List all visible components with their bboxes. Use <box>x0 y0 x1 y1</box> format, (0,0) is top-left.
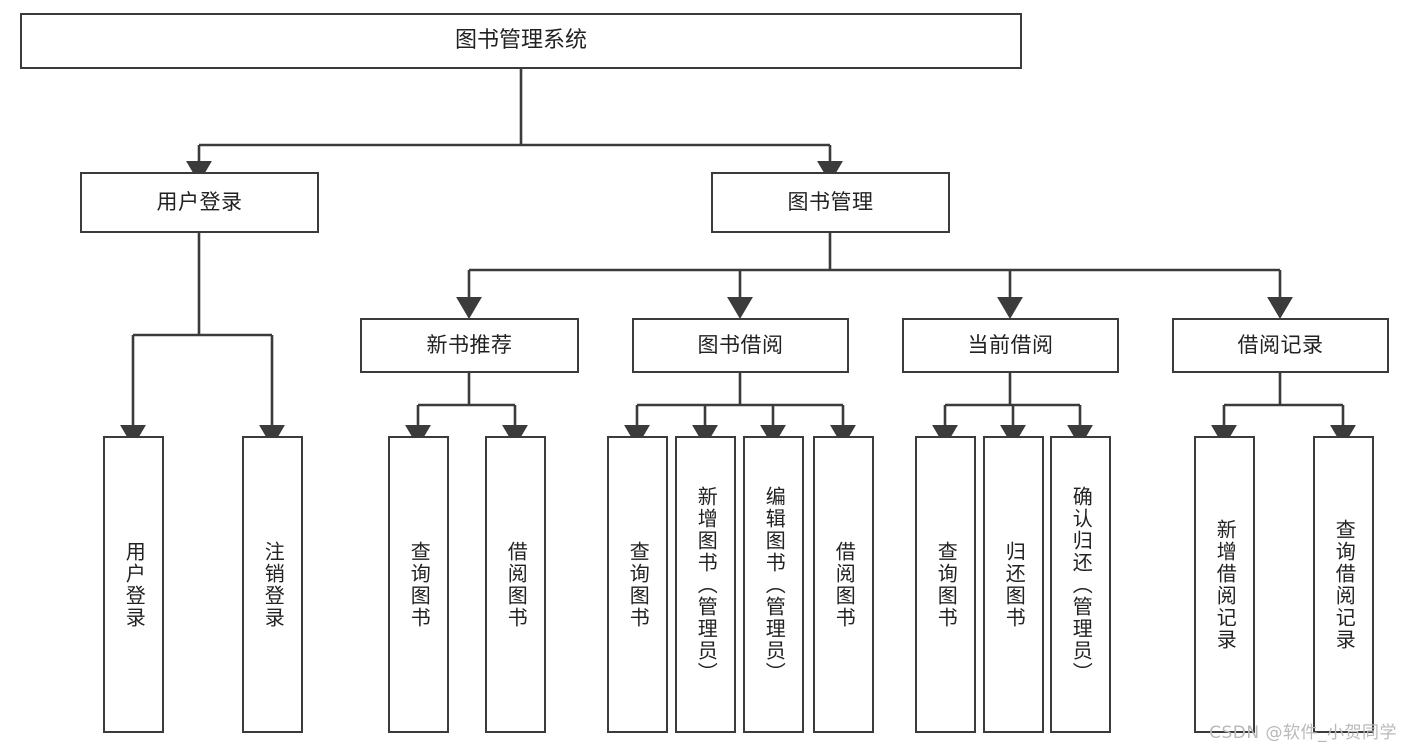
leaf-borrow-book[interactable]: 借阅图书 <box>813 436 874 733</box>
node-root-system[interactable]: 图书管理系统 <box>20 13 1022 69</box>
leaf-confirm-return-admin[interactable]: 确认归还（管理员） <box>1050 436 1111 733</box>
node-label: 用户登录 <box>156 190 243 215</box>
node-book-borrow[interactable]: 图书借阅 <box>632 318 849 373</box>
leaf-logout[interactable]: 注销登录 <box>242 436 303 733</box>
leaf-label: 借阅图书 <box>832 540 857 629</box>
leaf-label: 查询图书 <box>407 540 432 629</box>
leaf-label: 新增图书（管理员） <box>694 485 719 684</box>
leaf-label: 归还图书 <box>1002 540 1027 629</box>
leaf-label: 新增借阅记录 <box>1213 518 1238 651</box>
leaf-query-book-recommend[interactable]: 查询图书 <box>388 436 449 733</box>
leaf-user-login[interactable]: 用户登录 <box>103 436 164 733</box>
leaf-add-book-admin[interactable]: 新增图书（管理员） <box>675 436 736 733</box>
leaf-label: 注销登录 <box>261 540 286 629</box>
node-label: 图书管理 <box>787 190 874 215</box>
leaf-edit-book-admin[interactable]: 编辑图书（管理员） <box>743 436 804 733</box>
node-new-book-recommend[interactable]: 新书推荐 <box>360 318 579 373</box>
leaf-label: 用户登录 <box>122 540 147 629</box>
node-label: 图书管理系统 <box>454 28 587 54</box>
node-borrow-records[interactable]: 借阅记录 <box>1172 318 1389 373</box>
leaf-borrow-book-recommend[interactable]: 借阅图书 <box>485 436 546 733</box>
leaf-label: 确认归还（管理员） <box>1069 485 1094 684</box>
node-user-login[interactable]: 用户登录 <box>80 172 319 233</box>
node-current-borrow[interactable]: 当前借阅 <box>902 318 1119 373</box>
leaf-label: 借阅图书 <box>504 540 529 629</box>
node-label: 当前借阅 <box>967 333 1054 358</box>
leaf-label: 查询图书 <box>626 540 651 629</box>
node-label: 借阅记录 <box>1237 333 1324 358</box>
leaf-query-book-borrow[interactable]: 查询图书 <box>607 436 668 733</box>
leaf-query-borrow-record[interactable]: 查询借阅记录 <box>1313 436 1374 733</box>
leaf-return-book[interactable]: 归还图书 <box>983 436 1044 733</box>
leaf-query-book-current[interactable]: 查询图书 <box>915 436 976 733</box>
leaf-add-borrow-record[interactable]: 新增借阅记录 <box>1194 436 1255 733</box>
watermark: CSDN @软件_小贺同学 <box>1209 723 1397 743</box>
node-label: 新书推荐 <box>426 333 513 358</box>
leaf-label: 查询借阅记录 <box>1332 518 1357 651</box>
node-label: 图书借阅 <box>697 333 784 358</box>
leaf-label: 查询图书 <box>934 540 959 629</box>
node-book-management[interactable]: 图书管理 <box>711 172 950 233</box>
leaf-label: 编辑图书（管理员） <box>762 485 787 684</box>
